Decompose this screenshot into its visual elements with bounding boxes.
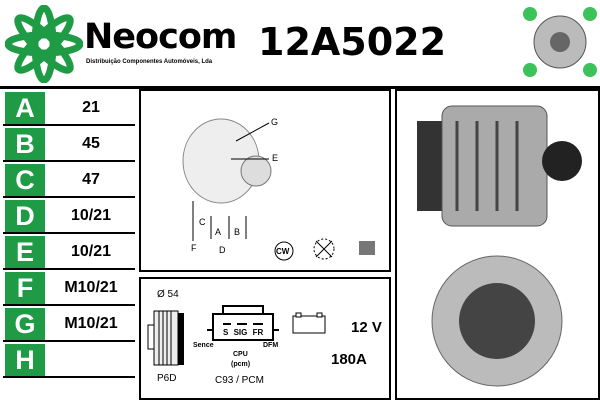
spec-letter: E [5, 236, 45, 268]
spec-letter: A [5, 92, 45, 124]
pin-sig: SIG [233, 328, 248, 337]
pulley-icon [147, 310, 184, 366]
spec-row: A 21 [3, 90, 135, 126]
product-photo-panel [395, 89, 600, 400]
spec-value: M10/21 [64, 315, 118, 332]
spec-row: E 10/21 [3, 234, 135, 270]
pulley-type: P6D [157, 373, 177, 384]
alternator-photo [417, 105, 582, 387]
spec-letter: C [5, 164, 45, 196]
spec-value: 45 [82, 135, 100, 152]
spec-value: 47 [82, 171, 100, 188]
current: 180A [331, 351, 367, 368]
voltage: 12 V [351, 319, 382, 336]
spec-letter: F [5, 272, 45, 304]
label-c: C [199, 217, 206, 227]
spec-value: 10/21 [70, 207, 112, 224]
spec-row: D 10/21 [3, 198, 135, 234]
spec-row: B 45 [3, 126, 135, 162]
spec-letter: H [5, 344, 45, 376]
spec-row: H [3, 342, 135, 378]
connector-code: C93 / PCM [215, 375, 264, 386]
spec-value: 21 [82, 99, 100, 116]
cpu-label: CPU [233, 351, 248, 358]
spec-row: C 47 [3, 162, 135, 198]
alternator-thumbnail [523, 7, 597, 77]
cw-label: CW [276, 247, 290, 256]
spec-value [47, 342, 135, 378]
sence-label: Sence [193, 342, 214, 349]
spec-letter: G [5, 308, 45, 340]
spec-letter: B [5, 128, 45, 160]
brand-subtitle: Distribuição Componentes Automóveis, Lda [86, 59, 213, 65]
alternator-line-drawing: G E CA B F D CW [182, 117, 375, 261]
pin-fr: FR [252, 328, 264, 337]
spec-value: 10/21 [70, 243, 112, 260]
neocom-logo-icon [5, 5, 83, 83]
spec-value: M10/21 [64, 279, 118, 296]
spec-row: G M10/21 [3, 306, 135, 342]
connector-icon [207, 305, 279, 341]
label-g: G [271, 117, 278, 127]
spec-row: F M10/21 [3, 270, 135, 306]
label-a: A [215, 227, 221, 237]
part-number: 12A5022 [258, 20, 447, 64]
connector-pins: S SIG FR [223, 328, 263, 337]
battery-icon [292, 312, 326, 334]
pin-s: S [223, 328, 229, 337]
cpu-sub-label: (pcm) [231, 361, 251, 368]
dfm-label: DFM [263, 342, 279, 349]
label-b: B [234, 227, 240, 237]
electrical-spec-panel: Ø 54 P6D S SIG FR Sence DFM CPU (pcm) C9… [139, 277, 391, 400]
label-f: F [191, 243, 197, 253]
pulley-diameter: Ø 54 [157, 289, 179, 300]
spec-letter: D [5, 200, 45, 232]
brand-name: Neocom [84, 17, 237, 57]
label-d: D [219, 245, 226, 255]
label-e: E [272, 153, 278, 163]
header-divider [0, 86, 600, 89]
